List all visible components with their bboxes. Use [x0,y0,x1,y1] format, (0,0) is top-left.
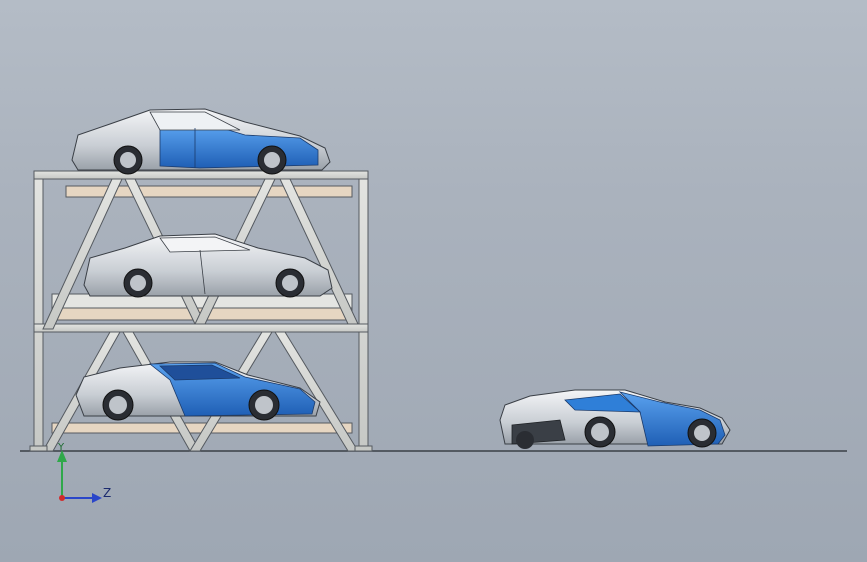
axis-z-label: Z [103,486,112,500]
car-bottom-level[interactable] [75,361,321,421]
rack-post-left [33,170,44,452]
axis-y-label: Y [58,442,65,453]
rack-foot-right [354,445,373,452]
car-ground-right[interactable] [499,389,731,449]
rack-middle-beam [33,323,369,333]
rack-foot-left [29,445,48,452]
pallet-top [65,185,353,198]
xyz-axis-triad-icon [57,450,102,503]
car-top-level[interactable] [71,108,331,175]
rack-post-right [358,170,369,452]
rack-top-beam [33,170,369,180]
car-middle-level[interactable] [83,233,333,298]
